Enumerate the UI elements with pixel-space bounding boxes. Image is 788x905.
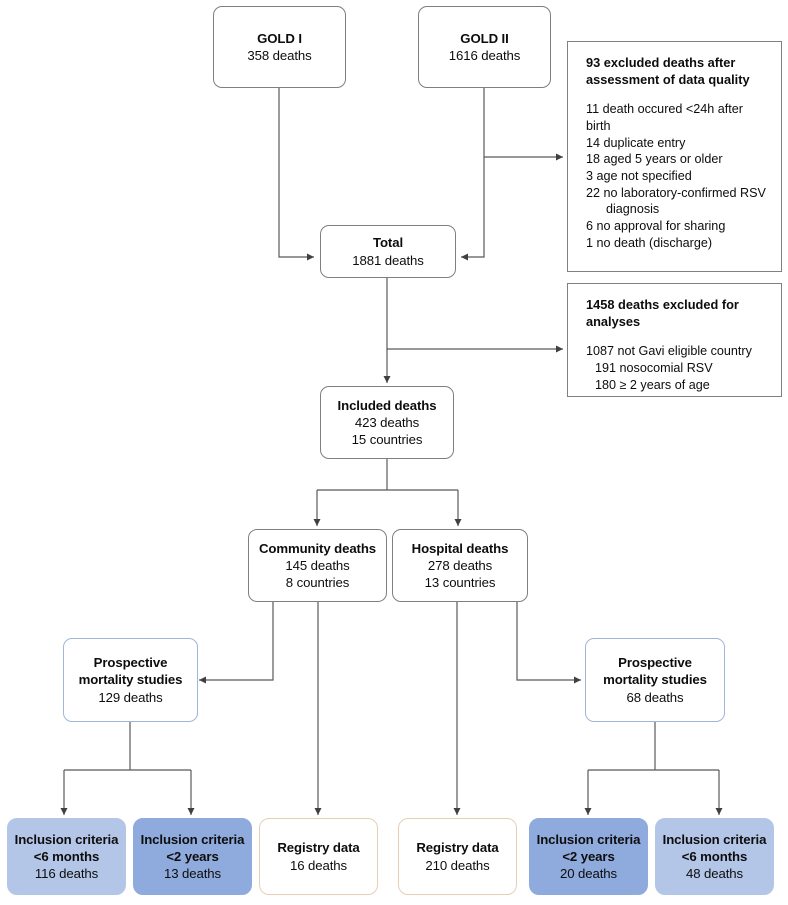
node-registry-right-line1: 210 deaths xyxy=(425,857,490,873)
note-excluded-data-quality: 93 excluded deaths after assessment of d… xyxy=(567,41,782,272)
node-gold-1-title: GOLD I xyxy=(257,30,302,46)
node-prospective-mortality-studies-right: Prospective mortality studies 68 deaths xyxy=(585,638,725,722)
node-prospective-left-line1: 129 deaths xyxy=(98,689,163,705)
node-incl-6m-left-line1: 116 deaths xyxy=(34,866,99,882)
node-community-deaths: Community deaths 145 deaths 8 countries xyxy=(248,529,387,602)
node-prospective-left-title2: mortality studies xyxy=(78,672,183,688)
node-total-title: Total xyxy=(372,235,404,251)
node-prospective-right-title: Prospective xyxy=(618,655,692,671)
node-prospective-right-title2: mortality studies xyxy=(603,672,707,688)
node-gold-2: GOLD II 1616 deaths xyxy=(418,6,551,88)
note-item: 11 death occured <24h after xyxy=(586,102,743,117)
node-inclusion-criteria-6-months-right: Inclusion criteria <6 months 48 deaths xyxy=(655,818,774,895)
node-incl-6m-right-line1: 48 deaths xyxy=(685,866,744,882)
note-item: 6 no approval for sharing xyxy=(586,219,726,234)
node-included-deaths-title: Included deaths xyxy=(337,397,437,413)
note-item: 3 age not specified xyxy=(586,168,692,183)
node-gold-2-title: GOLD II xyxy=(460,30,509,46)
node-included-deaths-line1: 423 deaths xyxy=(354,414,420,430)
node-prospective-right-line1: 68 deaths xyxy=(626,689,684,705)
note-item: 180 ≥ 2 years of age xyxy=(595,377,710,392)
note-item: 18 aged 5 years or older xyxy=(586,152,723,167)
node-registry-data-left: Registry data 16 deaths xyxy=(259,818,378,895)
node-gold-2-line1: 1616 deaths xyxy=(448,48,521,63)
node-incl-2y-left-title2: <2 years xyxy=(166,848,219,864)
node-included-deaths-line2: 15 countries xyxy=(351,432,423,448)
node-gold-1-line1: 358 deaths xyxy=(247,48,312,63)
node-community-deaths-title: Community deaths xyxy=(258,540,377,556)
node-incl-2y-left-title: Inclusion criteria xyxy=(140,831,245,847)
note-excluded-analyses: 1458 deaths excluded for analyses 1087 n… xyxy=(567,283,782,397)
node-inclusion-criteria-6-months-left: Inclusion criteria <6 months 116 deaths xyxy=(7,818,126,895)
node-incl-6m-right-title: Inclusion criteria xyxy=(662,831,767,847)
node-community-deaths-line2: 8 countries xyxy=(285,575,350,591)
node-hospital-deaths-title: Hospital deaths xyxy=(411,540,509,556)
node-incl-6m-left-title2: <6 months xyxy=(33,848,100,864)
note-item: diagnosis xyxy=(606,202,660,217)
node-hospital-deaths-line2: 13 countries xyxy=(424,575,496,591)
node-incl-2y-right-title: Inclusion criteria xyxy=(536,831,641,847)
node-community-deaths-line1: 145 deaths xyxy=(285,557,350,573)
note-item: birth xyxy=(586,118,611,133)
note-heading-line-2: analyses xyxy=(586,314,641,330)
note-item: 1087 not Gavi eligible country xyxy=(586,344,752,359)
note-heading-line-1: 93 excluded deaths after xyxy=(586,55,736,70)
node-incl-2y-right-line1: 20 deaths xyxy=(559,866,618,882)
node-total-line1: 1881 deaths xyxy=(352,252,424,268)
node-incl-2y-right-title2: <2 years xyxy=(562,848,615,864)
node-inclusion-criteria-2-years-left: Inclusion criteria <2 years 13 deaths xyxy=(133,818,252,895)
note-excluded-data-quality-heading: 93 excluded deaths after assessment of d… xyxy=(586,54,768,88)
node-registry-data-right: Registry data 210 deaths xyxy=(398,818,517,895)
node-incl-6m-right-title2: <6 months xyxy=(681,848,748,864)
note-item: 22 no laboratory-confirmed RSV xyxy=(586,185,766,200)
node-incl-6m-left-title: Inclusion criteria xyxy=(14,831,119,847)
note-heading-line-2: assessment of data quality xyxy=(586,72,750,88)
node-total: Total 1881 deaths xyxy=(320,225,456,278)
node-hospital-deaths: Hospital deaths 278 deaths 13 countries xyxy=(392,529,528,602)
node-prospective-mortality-studies-left: Prospective mortality studies 129 deaths xyxy=(63,638,198,722)
note-item: 191 nosocomial RSV xyxy=(595,360,713,375)
node-hospital-deaths-line1: 278 deaths xyxy=(427,557,493,573)
note-item: 14 duplicate entry xyxy=(586,135,686,150)
node-registry-left-line1: 16 deaths xyxy=(289,857,348,873)
node-gold-1: GOLD I 358 deaths xyxy=(213,6,346,88)
node-incl-2y-left-line1: 13 deaths xyxy=(163,866,222,882)
note-heading-line-1: 1458 deaths excluded for xyxy=(586,297,739,312)
node-registry-left-title: Registry data xyxy=(277,840,360,856)
node-registry-right-title: Registry data xyxy=(416,840,499,856)
node-prospective-left-title: Prospective xyxy=(93,655,168,671)
node-inclusion-criteria-2-years-right: Inclusion criteria <2 years 20 deaths xyxy=(529,818,648,895)
note-excluded-analyses-heading: 1458 deaths excluded for analyses xyxy=(586,296,768,330)
note-item: 1 no death (discharge) xyxy=(586,235,713,250)
node-included-deaths: Included deaths 423 deaths 15 countries xyxy=(320,386,454,459)
